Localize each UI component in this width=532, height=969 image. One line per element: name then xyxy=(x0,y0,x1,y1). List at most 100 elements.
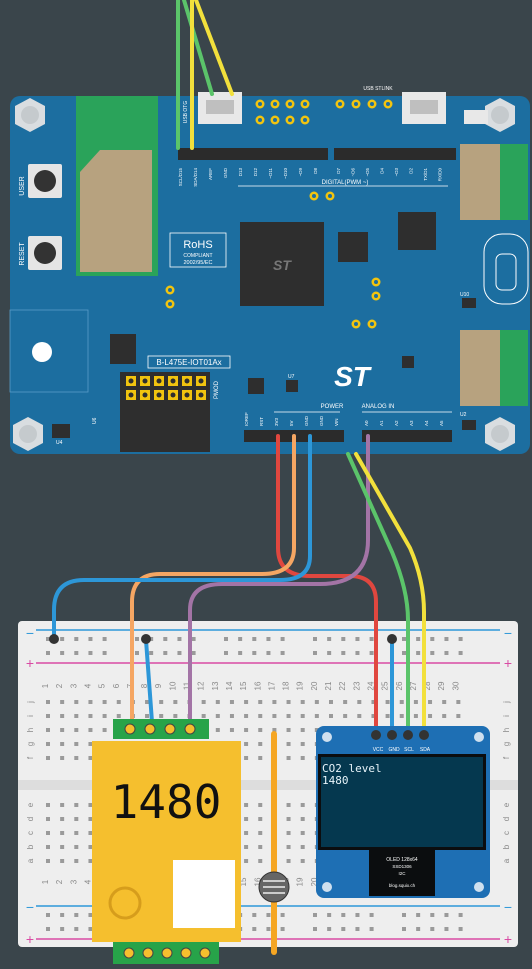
breadboard-hole[interactable] xyxy=(159,714,164,718)
photoresistor[interactable] xyxy=(258,871,290,903)
breadboard-hole[interactable] xyxy=(286,831,291,835)
breadboard-hole[interactable] xyxy=(74,859,79,863)
breadboard-hole[interactable] xyxy=(416,637,421,641)
breadboard-hole[interactable] xyxy=(300,817,305,821)
breadboard-hole[interactable] xyxy=(229,714,234,718)
breadboard-hole[interactable] xyxy=(300,803,305,807)
breadboard-hole[interactable] xyxy=(229,700,234,704)
breadboard-hole[interactable] xyxy=(258,742,263,746)
breadboard-hole[interactable] xyxy=(266,651,271,655)
breadboard-hole[interactable] xyxy=(116,714,121,718)
breadboard-hole[interactable] xyxy=(329,714,333,718)
oled-pin-sda[interactable] xyxy=(419,730,429,740)
breadboard-hole[interactable] xyxy=(258,817,263,821)
breadboard-hole[interactable] xyxy=(327,927,332,931)
breadboard-hole[interactable] xyxy=(201,700,206,704)
breadboard-hole[interactable] xyxy=(327,913,332,917)
breadboard-hole[interactable] xyxy=(74,803,79,807)
breadboard-hole[interactable] xyxy=(343,700,348,704)
breadboard-hole[interactable] xyxy=(428,714,433,718)
breadboard-hole[interactable] xyxy=(88,859,93,863)
breadboard-hole[interactable] xyxy=(286,859,291,863)
breadboard-hole[interactable] xyxy=(60,831,65,835)
oled-pin-gnd[interactable] xyxy=(387,730,397,740)
breadboard-hole[interactable] xyxy=(74,714,79,718)
wire-yellow-to-usb[interactable] xyxy=(194,0,234,96)
breadboard-hole[interactable] xyxy=(355,637,360,641)
oled-pin-vcc[interactable] xyxy=(371,730,381,740)
breadboard-hole[interactable] xyxy=(102,714,107,718)
breadboard-hole[interactable] xyxy=(88,651,93,655)
breadboard-hole[interactable] xyxy=(60,859,65,863)
breadboard-hole[interactable] xyxy=(74,637,79,641)
breadboard-hole[interactable] xyxy=(60,742,65,746)
breadboard-hole[interactable] xyxy=(88,803,93,807)
oled-pin-scl[interactable] xyxy=(403,730,413,740)
breadboard-hole[interactable] xyxy=(135,651,139,655)
analog-header[interactable] xyxy=(362,430,452,442)
breadboard-hole[interactable] xyxy=(402,913,406,917)
breadboard-hole[interactable] xyxy=(402,637,406,641)
breadboard-hole[interactable] xyxy=(102,651,107,655)
breadboard-hole[interactable] xyxy=(74,728,79,732)
breadboard-hole[interactable] xyxy=(88,637,93,641)
breadboard-hole[interactable] xyxy=(60,756,65,760)
breadboard-hole[interactable] xyxy=(252,637,257,641)
breadboard-hole[interactable] xyxy=(238,651,243,655)
breadboard-hole[interactable] xyxy=(74,845,79,849)
wire-purple-a0[interactable] xyxy=(188,434,370,724)
breadboard-hole[interactable] xyxy=(244,714,249,718)
breadboard-hole[interactable] xyxy=(163,637,168,641)
breadboard-hole[interactable] xyxy=(177,651,182,655)
breadboard-hole[interactable] xyxy=(46,728,50,732)
breadboard-hole[interactable] xyxy=(369,637,374,641)
breadboard-hole[interactable] xyxy=(145,714,150,718)
breadboard-hole[interactable] xyxy=(244,803,249,807)
breadboard-hole[interactable] xyxy=(88,831,93,835)
breadboard-hole[interactable] xyxy=(355,927,360,931)
breadboard-hole[interactable] xyxy=(177,637,182,641)
breadboard-hole[interactable] xyxy=(60,803,65,807)
breadboard-hole[interactable] xyxy=(444,927,449,931)
breadboard-hole[interactable] xyxy=(343,714,348,718)
breadboard-hole[interactable] xyxy=(313,913,317,917)
breadboard-hole[interactable] xyxy=(341,927,346,931)
breadboard-hole[interactable] xyxy=(244,845,249,849)
breadboard-hole[interactable] xyxy=(88,817,93,821)
breadboard-hole[interactable] xyxy=(149,637,154,641)
breadboard-hole[interactable] xyxy=(60,927,65,931)
wire-orange-5v[interactable] xyxy=(130,434,296,724)
breadboard-hole[interactable] xyxy=(355,913,360,917)
breadboard-hole[interactable] xyxy=(300,700,305,704)
breadboard-hole[interactable] xyxy=(286,700,291,704)
digital-header-left[interactable] xyxy=(178,148,328,160)
wire-blue-sensor-gnd[interactable] xyxy=(144,638,154,724)
breadboard-hole[interactable] xyxy=(74,831,79,835)
breadboard-hole[interactable] xyxy=(456,700,461,704)
breadboard-hole[interactable] xyxy=(286,803,291,807)
breadboard-hole[interactable] xyxy=(442,714,447,718)
oled-display[interactable]: VCC GND SCL SDA CO2 level 1480 OLED 128x… xyxy=(316,726,490,898)
breadboard-hole[interactable] xyxy=(286,756,291,760)
breadboard-hole[interactable] xyxy=(280,651,285,655)
breadboard-hole[interactable] xyxy=(385,700,390,704)
wire-yellow-sda[interactable] xyxy=(354,452,426,736)
breadboard-hole[interactable] xyxy=(149,651,154,655)
wire-green-to-usb[interactable] xyxy=(182,0,214,96)
breadboard-hole[interactable] xyxy=(46,700,50,704)
breadboard-hole[interactable] xyxy=(430,637,435,641)
breadboard-hole[interactable] xyxy=(60,651,65,655)
breadboard-hole[interactable] xyxy=(215,714,220,718)
breadboard-hole[interactable] xyxy=(135,637,139,641)
breadboard-hole[interactable] xyxy=(159,700,164,704)
breadboard-hole[interactable] xyxy=(173,714,178,718)
breadboard-hole[interactable] xyxy=(74,927,79,931)
breadboard-hole[interactable] xyxy=(229,728,234,732)
breadboard-hole[interactable] xyxy=(252,651,257,655)
breadboard-hole[interactable] xyxy=(272,728,277,732)
breadboard-hole[interactable] xyxy=(74,913,79,917)
breadboard-hole[interactable] xyxy=(163,651,168,655)
breadboard-hole[interactable] xyxy=(46,831,50,835)
breadboard-hole[interactable] xyxy=(46,859,50,863)
breadboard-hole[interactable] xyxy=(430,927,435,931)
